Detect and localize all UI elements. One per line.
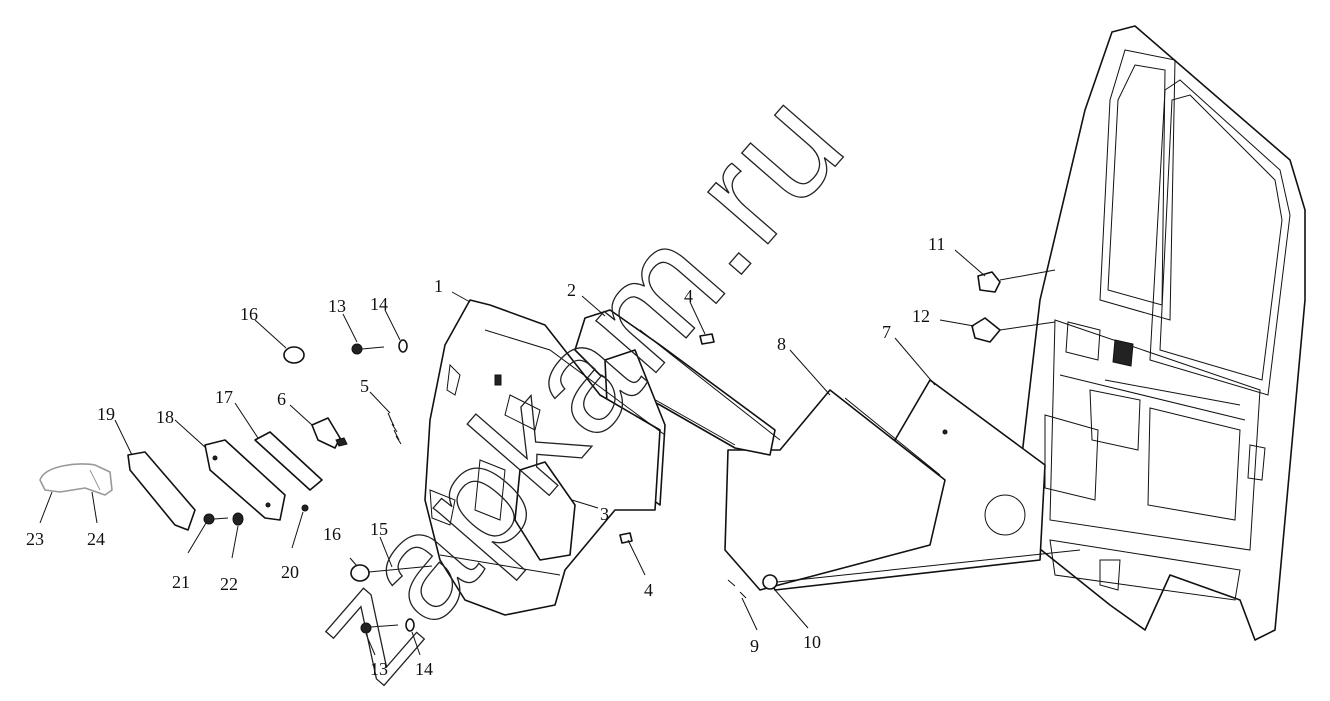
cap-16-top [283,346,305,364]
label-1: 1 [434,276,443,296]
label-4a: 4 [684,286,693,306]
label-4b: 4 [644,580,653,600]
fastener-4 [619,333,715,544]
label-19: 19 [97,404,115,424]
pocket-3 [514,461,576,561]
handle-23-24 [39,463,113,496]
label-20: 20 [281,562,299,582]
label-16a: 16 [240,304,258,324]
label-15: 15 [370,519,388,539]
label-3: 3 [600,504,609,524]
label-23: 23 [26,529,44,549]
label-18: 18 [156,407,174,427]
label-14b: 14 [415,659,433,679]
trim-strip-19 [127,451,196,531]
door-frame [1021,25,1306,641]
label-13a: 13 [328,296,346,316]
insulation-panel-8 [724,389,946,591]
label-2: 2 [567,280,576,300]
door-trim-panel-1 [424,299,666,616]
label-24: 24 [87,529,105,549]
spring-5 [387,412,402,445]
label-11: 11 [928,234,945,254]
leader-lines [39,249,986,656]
lock-6 [311,417,348,449]
label-6: 6 [277,389,286,409]
label-8: 8 [777,334,786,354]
label-9: 9 [750,636,759,656]
label-12: 12 [912,306,930,326]
label-13b: 13 [370,659,388,679]
label-14a: 14 [370,294,388,314]
clips-11-12 [971,269,1056,343]
label-22: 22 [220,574,238,594]
label-21: 21 [172,572,190,592]
label-7: 7 [882,322,891,342]
clips-9-10 [727,549,1081,599]
screws-lower [203,504,433,634]
callout-labels: 1 2 3 4 4 5 6 7 8 9 10 11 12 13 13 14 14… [26,234,945,679]
label-16b: 16 [323,524,341,544]
plate-17 [254,431,323,491]
label-10: 10 [803,632,821,652]
screw-13-top [351,339,408,355]
label-17: 17 [215,387,233,407]
label-5: 5 [360,376,369,396]
handle-bracket-18 [204,439,286,521]
